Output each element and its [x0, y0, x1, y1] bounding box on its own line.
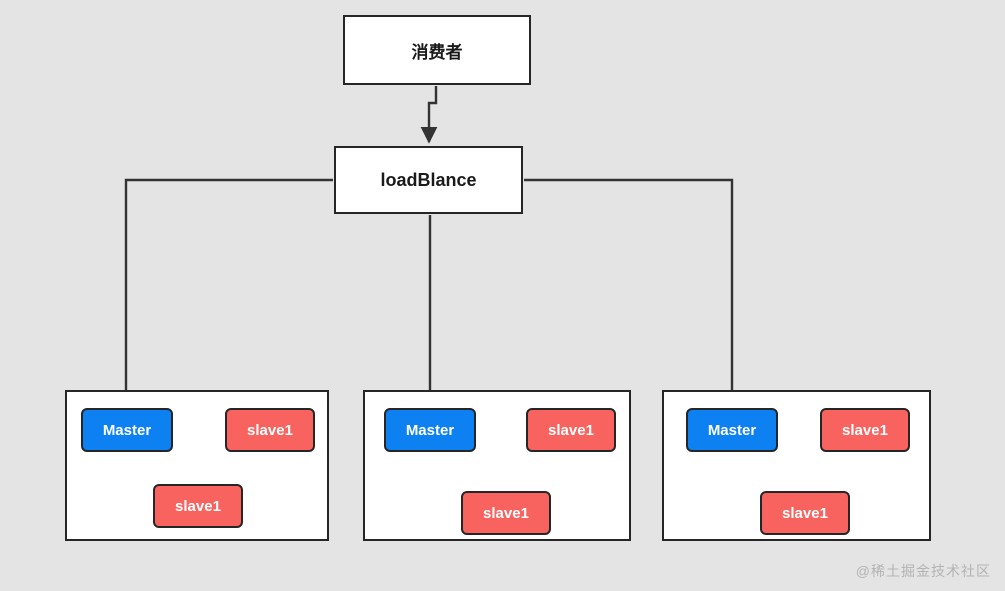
cluster-1-slave-right-node[interactable]: slave1: [225, 408, 315, 452]
cluster-2-master-node[interactable]: Master: [384, 408, 476, 452]
edge-loadblance-to-cluster-3: [524, 178, 741, 416]
cluster-1-master-label: Master: [102, 421, 152, 439]
cluster-2-slave-right-label: slave1: [548, 421, 594, 439]
watermark: @稀土掘金技术社区: [855, 563, 991, 579]
cluster-2-slave-bottom-node[interactable]: slave1: [461, 491, 551, 535]
loadblance-label: loadBlance: [380, 169, 477, 190]
cluster-2-master-label: Master: [405, 421, 455, 439]
cluster-1-master-node[interactable]: Master: [81, 408, 173, 452]
cluster-3-slave-bottom-node[interactable]: slave1: [760, 491, 850, 535]
cluster-group-2[interactable]: Master slave1 slave1: [363, 390, 631, 541]
edge-loadblance-to-cluster-1: [117, 178, 333, 416]
cluster-1-slave-bottom-node[interactable]: slave1: [153, 484, 243, 528]
cluster-2-slave-right-node[interactable]: slave1: [526, 408, 616, 452]
cluster-group-1[interactable]: Master slave1 slave1: [65, 390, 329, 541]
consumer-label: 消费者: [411, 42, 463, 62]
cluster-3-slave-right-label: slave1: [842, 421, 888, 439]
cluster-3-slave-bottom-label: slave1: [782, 504, 828, 522]
cluster-group-3[interactable]: Master slave1 slave1: [662, 390, 931, 541]
cluster-1-slave-right-label: slave1: [247, 421, 293, 439]
edge-consumer-to-loadblance: [420, 86, 438, 144]
cluster-1-slave-bottom-label: slave1: [175, 497, 221, 515]
cluster-3-master-node[interactable]: Master: [686, 408, 778, 452]
consumer-box[interactable]: 消费者: [343, 15, 531, 85]
cluster-3-master-label: Master: [707, 421, 757, 439]
cluster-3-slave-right-node[interactable]: slave1: [820, 408, 910, 452]
cluster-2-slave-bottom-label: slave1: [483, 504, 529, 522]
loadblance-box[interactable]: loadBlance: [334, 146, 523, 214]
